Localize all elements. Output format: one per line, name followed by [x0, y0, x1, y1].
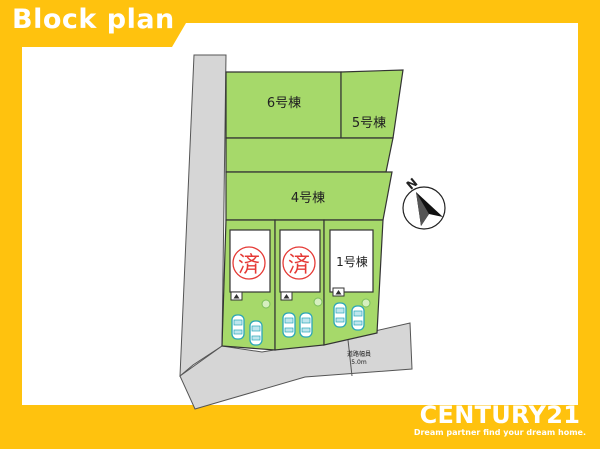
shrub-icon [261, 297, 371, 309]
lot-3-parcel [221, 219, 276, 351]
brand-name: CENTURY21 [419, 401, 581, 429]
sold-stamp-icon [282, 246, 316, 280]
brand-tagline: Dream partner find your dream home. [413, 428, 586, 437]
lot-2-sold-label: 済 [288, 253, 310, 278]
side-road [179, 54, 227, 378]
lot-1-label: 1号棟 [336, 254, 368, 269]
road-width-marker [347, 339, 353, 377]
lot-3-sold-label: 済 [238, 253, 260, 278]
lot-6-label: 6号棟 [267, 96, 301, 111]
brand-logo: CENTURY21 Dream partner find your dream … [414, 402, 586, 438]
lot-strip-parcel [225, 137, 394, 173]
road-width-value: 5.0m [351, 359, 367, 366]
sold-stamp-icon [232, 246, 266, 280]
north-arrow-icon [402, 186, 446, 230]
lot-4-label: 4号棟 [291, 191, 325, 206]
page-title: Block plan [12, 4, 175, 35]
road-width-label: 道路幅員 [347, 350, 371, 358]
front-road [179, 322, 413, 410]
lot-5-label: 5号棟 [352, 116, 386, 131]
